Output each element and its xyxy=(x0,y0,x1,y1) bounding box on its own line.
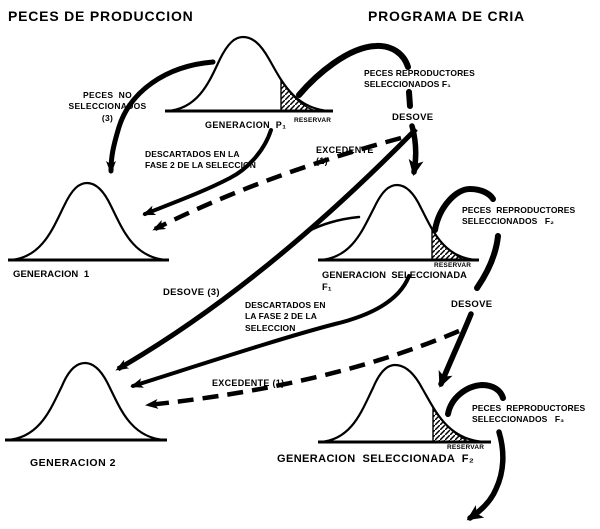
bell-generacion-seleccionada-f1 xyxy=(319,183,478,262)
label-generacion-1: GENERACION 1 xyxy=(13,269,90,280)
label-reservar-f1: RESERVAR xyxy=(434,262,472,269)
bell-generacion-seleccionada-f2 xyxy=(319,363,486,444)
arrow-desove-2-to-f2 xyxy=(438,311,474,388)
branch-into-f1-flank xyxy=(307,215,361,233)
label-reservar-p1: RESERVAR xyxy=(294,117,332,124)
label-excedente-2: EXCEDENTE (1) xyxy=(212,378,285,388)
label-peces-reproductores-f3: PECES REPRODUCTORES SELECCIONADOS F₃ xyxy=(472,403,586,425)
label-reservar-f2: RESERVAR xyxy=(447,444,485,451)
bell-generacion-2 xyxy=(6,361,166,442)
title-production-column: PECES DE PRODUCCION xyxy=(8,8,194,24)
arrow-excedente-2-to-gen2 xyxy=(145,328,460,409)
label-generacion-p1: GENERACION P₁ xyxy=(205,120,287,130)
curve-f2-label-to-desove2 xyxy=(474,233,501,291)
label-peces-reproductores-f2: PECES REPRODUCTORES SELECCIONADOS F₂ xyxy=(462,205,576,227)
arrow-desove-1-to-f1 xyxy=(408,123,424,176)
label-desove-2: DESOVE xyxy=(451,299,493,310)
arrow-descartados-1-to-gen1 xyxy=(142,128,273,216)
label-generacion-2: GENERACION 2 xyxy=(30,457,116,469)
label-descartados-1: DESCARTADOS EN LA FASE 2 DE LA SELECCION xyxy=(145,149,256,171)
bell-generacion-1 xyxy=(9,181,168,262)
label-desove-1: DESOVE xyxy=(392,112,434,123)
label-generacion-seleccionada-f2: GENERACION SELECCIONADA F₂ xyxy=(277,453,475,465)
hatch-p1 xyxy=(280,78,314,112)
label-peces-reproductores-f1: PECES REPRODUCTORES SELECCIONADOS F₁ xyxy=(364,68,475,90)
desove-1-tick xyxy=(406,89,413,109)
hatch-f1 xyxy=(431,226,463,261)
label-desove-3: DESOVE (3) xyxy=(163,287,220,298)
hatch-f2 xyxy=(432,404,467,443)
bell-generacion-p1 xyxy=(166,35,331,113)
title-breeding-column: PROGRAMA DE CRIA xyxy=(368,8,525,24)
label-excedente-1: EXCEDENTE (1) xyxy=(316,145,374,167)
label-generacion-seleccionada-f1: GENERACION SELECCIONADA F₁ xyxy=(322,270,467,293)
label-peces-no-seleccionados: PECES NO SELECCIONADOS (3) xyxy=(68,90,147,123)
reserve-hatches xyxy=(280,78,467,443)
label-descartados-2: DESCARTADOS EN LA FASE 2 DE LA SELECCION xyxy=(245,300,326,333)
